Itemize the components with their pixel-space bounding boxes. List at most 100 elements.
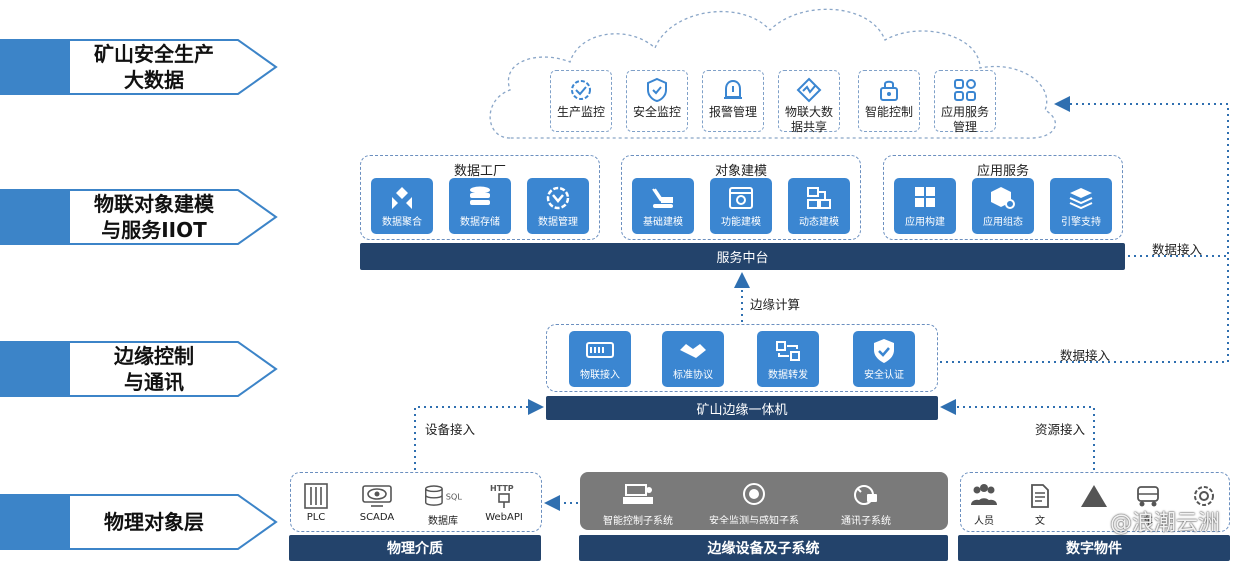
tile-label: 引擎支持 [1061, 217, 1101, 228]
function-window-icon [726, 185, 756, 211]
layers-icon [1066, 185, 1096, 211]
physical-media-bar[interactable]: 物理介质 [289, 535, 541, 561]
tile-data-manage[interactable]: 数据管理 [527, 178, 589, 234]
svg-text:HTTP: HTTP [490, 484, 514, 493]
people-icon [964, 482, 1004, 510]
data-manage-icon [543, 185, 573, 211]
cloud-item-label: 安全监控 [632, 105, 681, 119]
digital-document[interactable]: 文 [1014, 482, 1066, 527]
edge-compute-label: 边缘计算 [750, 297, 801, 312]
cloud-item-app-service[interactable]: 应用服务 管理 [934, 70, 996, 134]
pyramid-icon [1074, 482, 1114, 510]
tile-data-forward[interactable]: 数据转发 [757, 331, 819, 387]
data-access-top-label: 数据接入 [1152, 242, 1203, 257]
digital-settings[interactable] [1178, 482, 1230, 512]
sql-database-icon: SQL [423, 482, 463, 510]
grid-build-icon [910, 185, 940, 211]
digital-vehicle[interactable]: 车 [1122, 482, 1174, 527]
tile-label: 动态建模 [799, 217, 839, 228]
cloud-item-production[interactable]: 生产监控 [550, 70, 612, 132]
data-access-mid-label: 数据接入 [1060, 348, 1111, 363]
layer-tag-bigdata: 矿山安全生产 大数据 [0, 38, 278, 96]
group-data-factory [360, 155, 600, 240]
media-webapi[interactable]: HTTP WebAPI [478, 482, 530, 523]
media-database[interactable]: SQL 数据库 [417, 482, 469, 527]
edge-machine-bar[interactable]: 矿山边缘一体机 [546, 396, 938, 420]
media-plc[interactable]: PLC [290, 482, 342, 523]
digital-people[interactable]: 人员 [958, 482, 1010, 527]
tile-label: 标准协议 [673, 370, 713, 381]
cloud-item-label: 报警管理 [708, 105, 757, 119]
tile-label: 安全认证 [864, 370, 904, 381]
resource-access-label: 资源接入 [1035, 422, 1086, 437]
tile-function-modeling[interactable]: 功能建模 [710, 178, 772, 234]
flow-blocks-icon [804, 185, 834, 211]
lock-control-icon [874, 77, 904, 103]
vehicle-icon [1128, 482, 1168, 510]
media-label: SCADA [359, 512, 395, 523]
document-icon [1020, 482, 1060, 510]
media-scada[interactable]: SCADA [351, 482, 403, 523]
subsystem-safety-sense[interactable]: 安全监测与感知子系 统 [704, 482, 804, 524]
subsystem-label: 通讯子系统 [841, 516, 891, 527]
tile-label: 应用组态 [983, 217, 1023, 228]
aggregate-icon [387, 185, 417, 211]
tile-dynamic-modeling[interactable]: 动态建模 [788, 178, 850, 234]
digital-label: 文 [1035, 516, 1045, 527]
tile-engine-support[interactable]: 引擎支持 [1050, 178, 1112, 234]
excavator-icon [648, 185, 678, 211]
tile-iot-access[interactable]: 物联接入 [569, 331, 631, 387]
subsystem-smart-control[interactable]: 智能控制子系统 [598, 482, 678, 527]
gear-check-icon [566, 77, 596, 103]
group-edge [546, 324, 938, 392]
tile-label: 功能建模 [721, 217, 761, 228]
layer-label: 物理对象层 [104, 510, 204, 534]
forward-icon [773, 338, 803, 364]
layer-label: 物联对象建模 与服务IIOT [94, 192, 214, 242]
digital-pyramid[interactable] [1068, 482, 1120, 512]
group-digital-objects [960, 472, 1230, 532]
service-platform-bar[interactable]: 服务中台 [360, 243, 1125, 270]
cloud-item-safety[interactable]: 安全监控 [626, 70, 688, 132]
tile-label: 数据存储 [460, 217, 500, 228]
tile-app-build[interactable]: 应用构建 [894, 178, 956, 234]
tile-basic-modeling[interactable]: 基础建模 [632, 178, 694, 234]
layer-label: 矿山安全生产 大数据 [94, 42, 214, 92]
tile-label: 数据聚合 [382, 217, 422, 228]
svg-text:SQL: SQL [446, 492, 463, 502]
subsystem-comm[interactable]: 通讯子系统 [834, 482, 898, 527]
layer-label: 边缘控制 与通讯 [114, 344, 194, 394]
cloud-item-data-share[interactable]: 物联大数 据共享 [778, 70, 840, 134]
watermark: @浪潮云洲 [1109, 511, 1220, 536]
subsystem-label: 安全监测与感知子系 统 [709, 516, 799, 524]
tile-data-storage[interactable]: 数据存储 [449, 178, 511, 234]
plc-icon [296, 482, 336, 510]
layer-tag-edge: 边缘控制 与通讯 [0, 340, 278, 398]
tile-data-aggregate[interactable]: 数据聚合 [371, 178, 433, 234]
comm-icon [849, 482, 883, 508]
shield-icon [642, 77, 672, 103]
cube-gear-icon [988, 185, 1018, 211]
cloud-item-label: 物联大数 据共享 [784, 105, 833, 134]
group-app-service [883, 155, 1123, 240]
settings-icon [1184, 482, 1224, 510]
digital-label: 车 [1143, 516, 1153, 527]
tile-security-auth[interactable]: 安全认证 [853, 331, 915, 387]
group-physical-media [290, 472, 542, 532]
cloud-item-alarm[interactable]: 报警管理 [702, 70, 764, 132]
tile-app-config[interactable]: 应用组态 [972, 178, 1034, 234]
cloud-item-smart-control[interactable]: 智能控制 [858, 70, 920, 132]
cloud-item-label: 生产监控 [556, 105, 605, 119]
digital-objects-bar[interactable]: 数字物件 [958, 535, 1230, 561]
tile-standard-protocol[interactable]: 标准协议 [662, 331, 724, 387]
tile-label: 数据转发 [768, 370, 808, 381]
subsystem-label: 智能控制子系统 [603, 516, 673, 527]
device-access-label: 设备接入 [425, 422, 476, 437]
tile-label: 物联接入 [580, 370, 620, 381]
group-title: 应用服务 [976, 164, 1029, 179]
database-icon [465, 185, 495, 211]
alarm-icon [718, 77, 748, 103]
http-plug-icon: HTTP [484, 482, 524, 510]
subsystems-bar[interactable]: 边缘设备及子系统 [579, 535, 948, 561]
